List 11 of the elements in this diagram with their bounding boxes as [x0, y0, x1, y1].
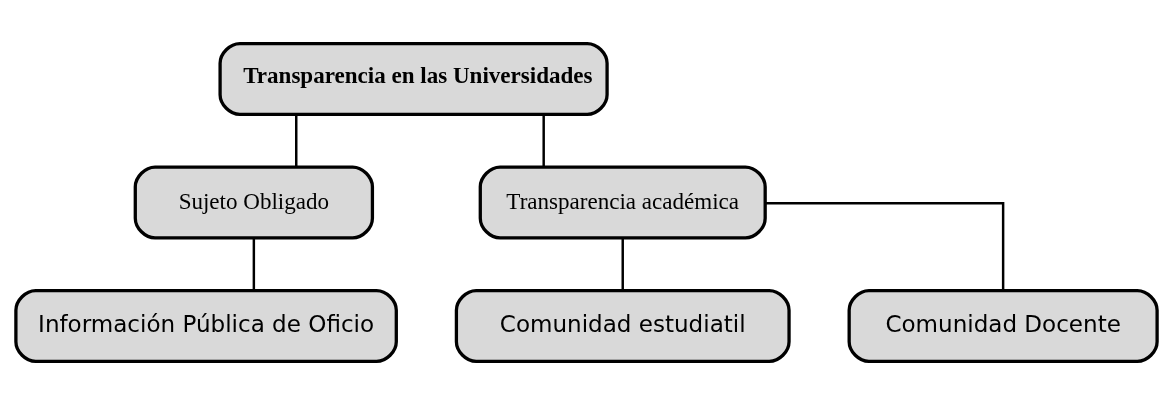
node-box: Transparencia académica [478, 165, 767, 240]
node-box: Comunidad estudiatil [454, 288, 791, 364]
node-box: Comunidad Docente [847, 288, 1159, 364]
connector [252, 238, 256, 291]
connector [621, 238, 624, 291]
node-box: Transparencia en las Universidades [218, 41, 609, 117]
connector [295, 114, 298, 167]
node-box: Información Pública de Oficio [14, 288, 398, 364]
node-box: Sujeto Obligado [133, 165, 375, 240]
connector [542, 114, 545, 167]
connector [765, 202, 1005, 291]
